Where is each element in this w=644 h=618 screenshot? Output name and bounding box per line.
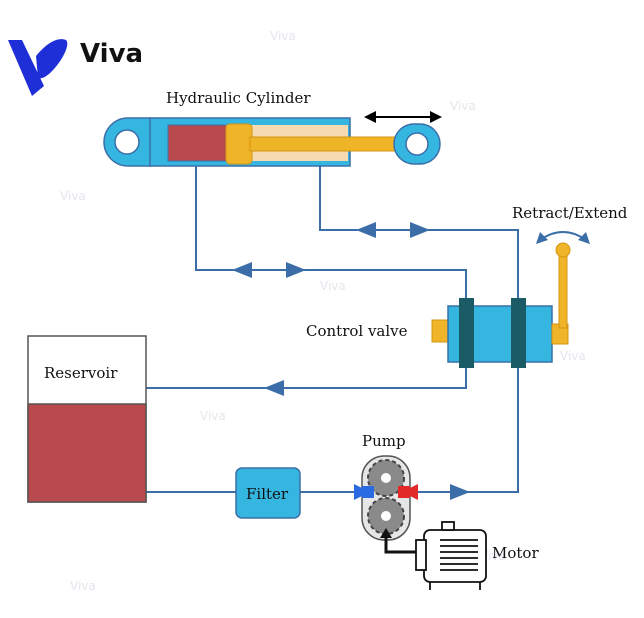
- flow-arrows: [232, 222, 470, 500]
- motor-link: [380, 528, 420, 554]
- motor-icon: [415, 521, 487, 590]
- flow-arrow-icon: [450, 484, 470, 500]
- reservoir-label: Reservoir: [44, 364, 118, 382]
- watermark-text: Viva: [560, 349, 586, 363]
- watermark-text: Viva: [60, 189, 86, 203]
- watermark-text: Viva: [70, 579, 96, 593]
- flow-arrow-icon: [356, 222, 376, 238]
- flow-arrow-icon: [232, 262, 252, 278]
- reservoir: [27, 335, 147, 503]
- flow-arrow-icon: [286, 262, 306, 278]
- viva-logo-icon: [8, 39, 68, 96]
- retract-extend-label: Retract/Extend: [512, 204, 628, 222]
- control-valve-label: Control valve: [306, 322, 408, 340]
- watermark-text: Viva: [200, 409, 226, 423]
- control-valve: [431, 242, 571, 368]
- brand-name: Viva: [80, 39, 143, 69]
- cylinder-label: Hydraulic Cylinder: [166, 89, 311, 107]
- motor-label: Motor: [492, 544, 539, 562]
- flow-arrow-icon: [410, 222, 430, 238]
- double-arrow-icon: [364, 111, 442, 123]
- pump-label: Pump: [362, 432, 406, 450]
- hydraulic-cylinder: [103, 117, 441, 167]
- gear-pump-icon: [354, 455, 418, 541]
- watermark-text: Viva: [450, 99, 476, 113]
- filter: [235, 467, 301, 519]
- retract-extend-arrow-icon: [536, 231, 590, 244]
- flow-arrow-icon: [264, 380, 284, 396]
- watermark-text: Viva: [270, 29, 296, 43]
- watermark-text: Viva: [320, 279, 346, 293]
- filter-label: Filter: [246, 485, 289, 503]
